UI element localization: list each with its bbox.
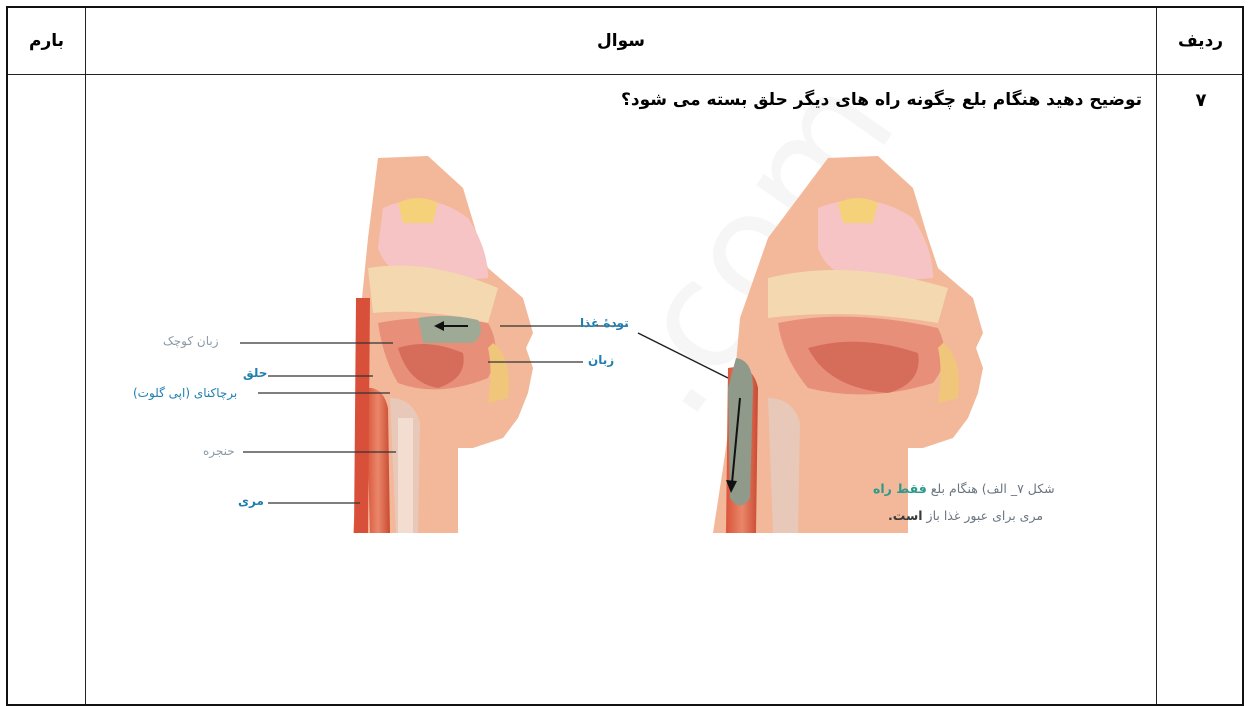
- left-head-section: [353, 156, 533, 533]
- header-row: ردیف: [1157, 8, 1244, 74]
- right-head-section: [638, 156, 983, 533]
- header-divider: [8, 74, 1242, 75]
- header-score: بارم: [8, 8, 85, 74]
- exam-sheet: بارم سوال ردیف ۷ توضیح دهید هنگام بلع چگ…: [6, 6, 1244, 706]
- column-divider-row: [1156, 8, 1157, 704]
- label-larynx: حنجره: [203, 444, 235, 458]
- label-tongue: زبان: [588, 353, 614, 367]
- column-divider-score: [85, 8, 86, 704]
- label-pharynx: حلق: [243, 366, 267, 380]
- header-row-label: ردیف: [1178, 31, 1223, 51]
- caption-bold2: است.: [888, 508, 923, 523]
- figure-caption-line2: مری برای عبور غذا باز است.: [888, 508, 1043, 523]
- anatomy-figure: زبان کوچک حلق برچاکنای (اپی گلوت) حنجره …: [128, 148, 1008, 538]
- label-uvula: زبان کوچک: [163, 334, 219, 348]
- caption-bold1: فقط راه: [873, 481, 927, 496]
- caption-part1: شکل ۷_ الف) هنگام بلع: [927, 481, 1055, 496]
- header-question-label: سوال: [597, 31, 645, 51]
- label-epiglottis: برچاکنای (اپی گلوت): [133, 386, 237, 400]
- label-bolus: تودهٔ غذا: [580, 316, 629, 330]
- question-text: توضیح دهید هنگام بلع چگونه راه های دیگر …: [621, 90, 1142, 110]
- caption-part2: مری برای عبور غذا باز: [923, 508, 1044, 523]
- swallowing-illustration: [128, 148, 1008, 538]
- header-score-label: بارم: [29, 31, 64, 51]
- header-question: سوال: [86, 8, 1156, 74]
- figure-caption-line1: شکل ۷_ الف) هنگام بلع فقط راه: [873, 481, 1055, 496]
- question-number: ۷: [1158, 90, 1244, 111]
- label-esophagus: مری: [238, 494, 264, 508]
